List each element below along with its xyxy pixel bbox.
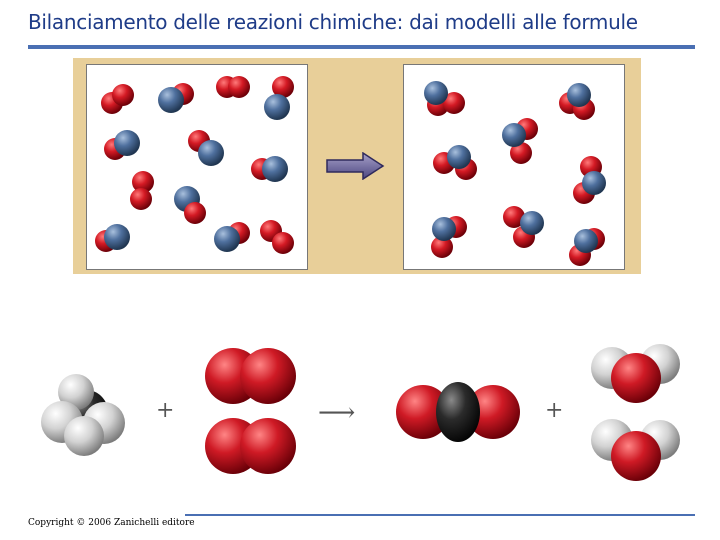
water-molecule — [591, 344, 680, 403]
product-molecules — [424, 81, 606, 266]
nitric-oxide-molecule — [214, 222, 250, 252]
nitric-oxide-molecule — [251, 156, 288, 182]
plus-sign-reactants: + — [156, 398, 175, 423]
nitrogen-dioxide-molecule — [424, 81, 465, 116]
products-box — [403, 64, 625, 270]
nitrogen-dioxide-molecule — [573, 156, 606, 204]
footer-divider — [185, 514, 695, 516]
oxygen-molecule — [260, 220, 294, 254]
nitrogen-dioxide-molecule — [503, 206, 544, 248]
nitric-oxide-molecule — [174, 186, 206, 224]
nitrogen-dioxide-molecule — [559, 83, 595, 120]
reactants-box — [86, 64, 308, 270]
nitrogen-dioxide-molecule — [502, 118, 538, 164]
carbon-dioxide-molecule — [396, 382, 520, 442]
right-arrow-icon — [326, 152, 385, 180]
oxygen-molecule — [101, 84, 134, 114]
plus-sign-products: + — [545, 398, 564, 423]
reactant-molecules — [95, 76, 294, 254]
nitrogen-dioxide-molecule — [433, 145, 477, 180]
reaction-model-panel — [73, 58, 641, 274]
oxygen-molecule — [130, 171, 154, 210]
oxygen-molecule — [216, 76, 250, 98]
nitric-oxide-molecule — [95, 224, 130, 252]
oxygen-molecule — [205, 348, 296, 404]
reaction-arrow: ⟶ — [318, 398, 356, 428]
methane-molecule — [41, 374, 125, 456]
slide-title: Bilanciamento delle reazioni chimiche: d… — [28, 10, 638, 34]
nitric-oxide-molecule — [158, 83, 194, 113]
nitric-oxide-molecule — [264, 76, 294, 120]
title-divider — [28, 45, 695, 49]
copyright-notice: Copyright © 2006 Zanichelli editore — [28, 518, 195, 528]
nitrogen-dioxide-molecule — [569, 228, 605, 266]
nitric-oxide-molecule — [104, 130, 140, 160]
nitric-oxide-molecule — [188, 130, 224, 166]
water-molecule — [591, 419, 680, 481]
oxygen-molecule — [205, 418, 296, 474]
nitrogen-dioxide-molecule — [431, 216, 467, 258]
